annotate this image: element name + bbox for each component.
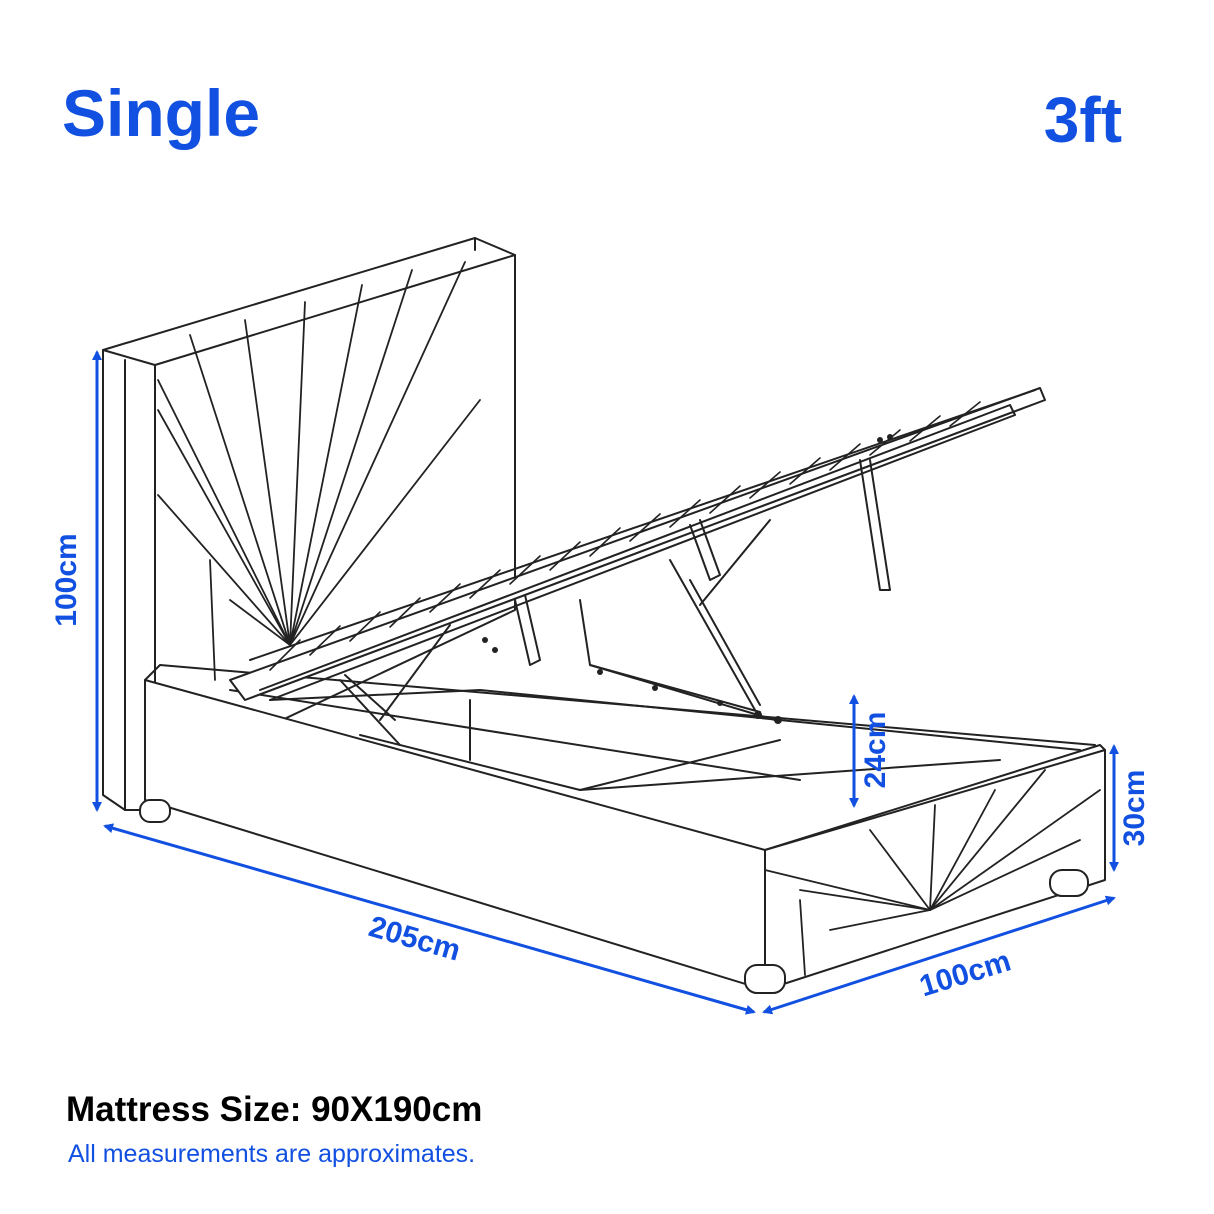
- width-arrow: [762, 895, 1116, 1015]
- bolt-holes: [482, 434, 893, 724]
- headboard: [102, 237, 516, 811]
- gas-lift-struts: [339, 459, 891, 746]
- approximation-note: All measurements are approximates.: [68, 1140, 476, 1168]
- length-arrow: [103, 823, 756, 1015]
- bed-illustration: [102, 237, 1106, 994]
- size-feet-label: 3ft: [1043, 84, 1122, 156]
- footboard-height-label: 30cm: [1118, 770, 1151, 847]
- size-title: Single: [62, 76, 261, 150]
- storage-interior: [229, 689, 1081, 791]
- foot-right: [1049, 869, 1089, 897]
- foot-back: [139, 799, 171, 823]
- storage-depth-label: 24cm: [859, 712, 892, 789]
- width-label: 100cm: [916, 944, 1015, 1003]
- footboard: [764, 749, 1106, 991]
- headboard-height-label: 100cm: [50, 533, 83, 626]
- foot-front: [744, 964, 786, 994]
- slats: [269, 401, 981, 671]
- lifted-slat-frame: [229, 387, 1046, 701]
- dimension-arrows: [92, 350, 1119, 1015]
- length-label: 205cm: [365, 910, 464, 967]
- headboard-starburst: [157, 261, 481, 681]
- mattress-size-text: Mattress Size: 90X190cm: [66, 1090, 483, 1129]
